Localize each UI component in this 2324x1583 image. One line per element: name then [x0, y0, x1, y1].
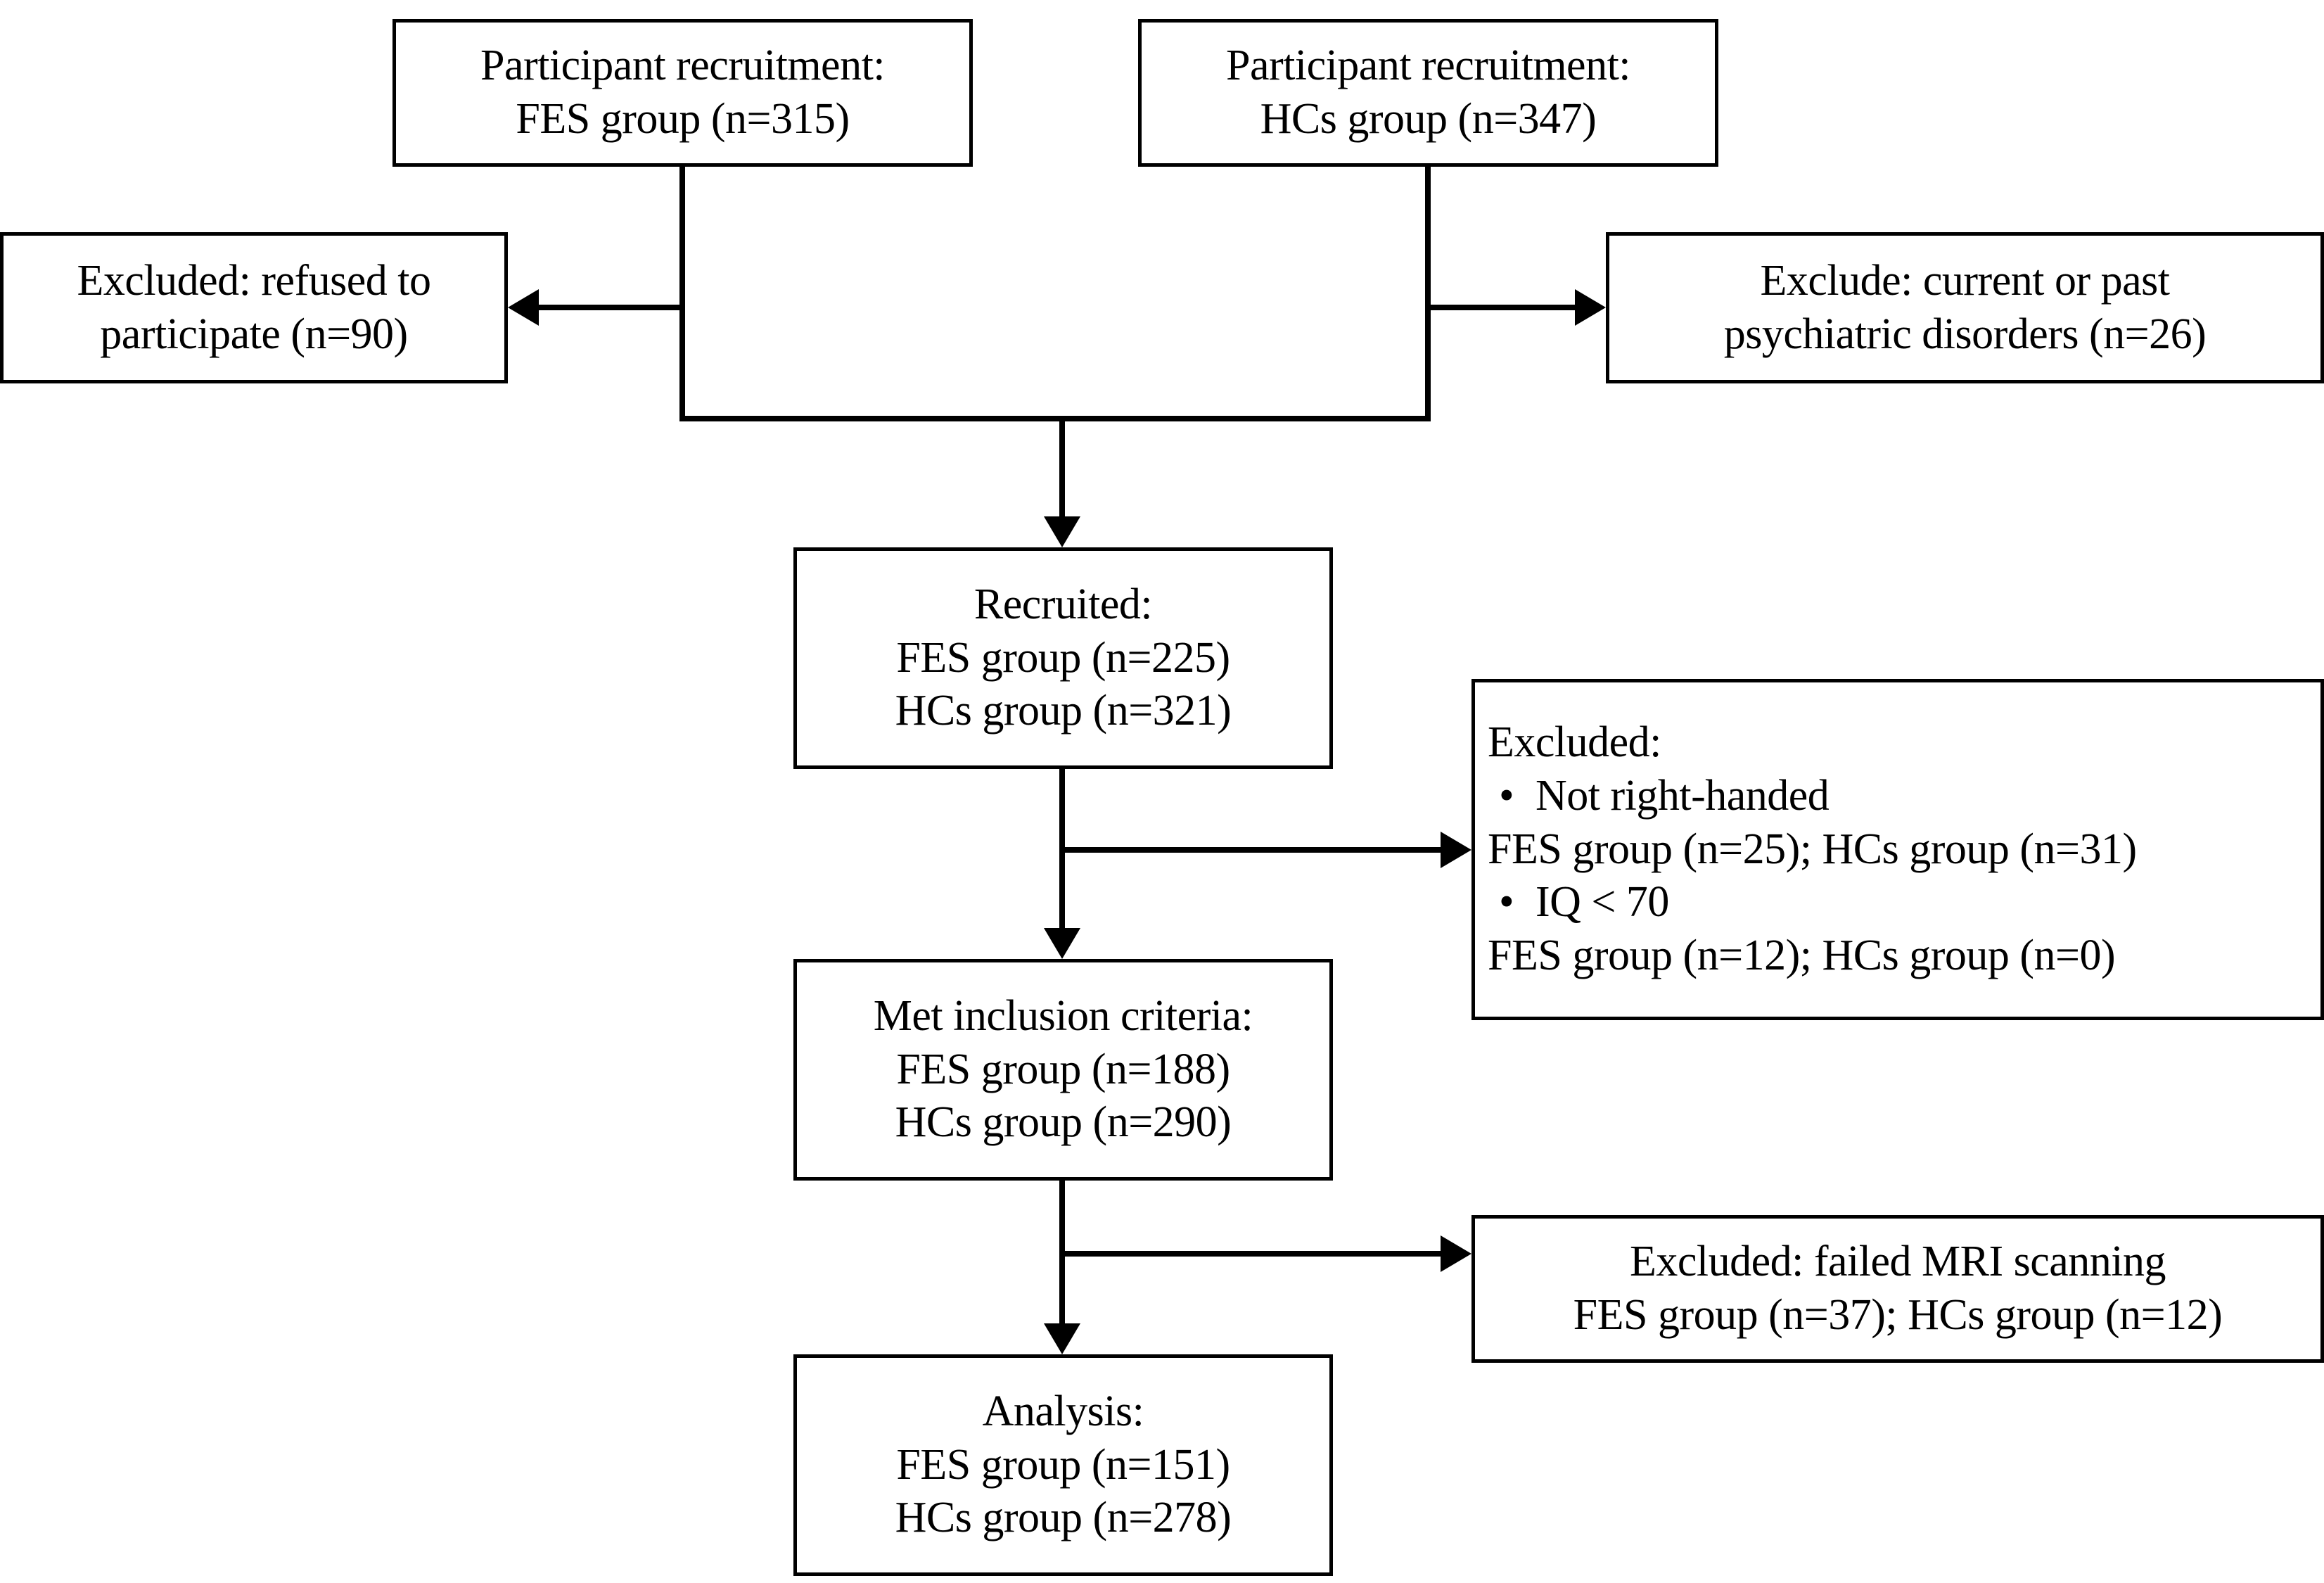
- excluded-criteria-header: Excluded:: [1488, 718, 1661, 767]
- node-line: Met inclusion criteria:: [873, 992, 1253, 1041]
- node-line: FES group (n=151): [896, 1440, 1230, 1489]
- connector-right-exclusion-line: [1425, 305, 1575, 310]
- connector-to-excluded-criteria: [1059, 847, 1441, 853]
- connector-hcs-drop: [1425, 167, 1431, 421]
- node-line: Participant recruitment:: [480, 42, 886, 90]
- bullet-icon: •: [1499, 772, 1514, 820]
- node-line: Analysis:: [982, 1387, 1144, 1436]
- connector-to-recruited: [1059, 416, 1065, 518]
- node-line: HCs group (n=290): [895, 1098, 1232, 1147]
- node-recruitment-hcs: Participant recruitment: HCs group (n=34…: [1138, 19, 1718, 167]
- connector-top-join-bar: [679, 416, 1431, 421]
- node-line: psychiatric disorders (n=26): [1723, 310, 2207, 358]
- connector-left-exclusion-line: [539, 305, 682, 310]
- node-line: HCs group (n=278): [895, 1494, 1232, 1542]
- excluded-criteria-bullet-2-counts: FES group (n=12); HCs group (n=0): [1488, 931, 2116, 979]
- excluded-criteria-bullet-2: • IQ < 70: [1488, 876, 1669, 929]
- excluded-criteria-bullet-1: • Not right-handed: [1488, 770, 1830, 823]
- node-line: Excluded: refused to: [77, 256, 431, 305]
- bullet-2-label: IQ < 70: [1536, 878, 1669, 927]
- arrow-left-exclusion: [508, 289, 539, 326]
- node-met-inclusion: Met inclusion criteria: FES group (n=188…: [793, 959, 1333, 1181]
- node-analysis: Analysis: FES group (n=151) HCs group (n…: [793, 1354, 1333, 1576]
- connector-to-excluded-mri: [1059, 1251, 1441, 1257]
- node-excluded-psychiatric: Exclude: current or past psychiatric dis…: [1606, 232, 2324, 383]
- node-line: participate (n=90): [100, 310, 408, 358]
- node-line: FES group (n=315): [516, 95, 850, 143]
- bullet-icon: •: [1499, 878, 1514, 927]
- arrow-to-met-inclusion: [1044, 928, 1080, 959]
- node-line: Excluded: failed MRI scanning: [1629, 1238, 2166, 1286]
- node-recruited: Recruited: FES group (n=225) HCs group (…: [793, 547, 1333, 769]
- bullet-1-label: Not right-handed: [1536, 772, 1830, 820]
- node-recruitment-fes: Participant recruitment: FES group (n=31…: [392, 19, 973, 167]
- node-line: HCs group (n=347): [1260, 95, 1597, 143]
- node-excluded-refused: Excluded: refused to participate (n=90): [0, 232, 508, 383]
- node-line: Exclude: current or past: [1760, 256, 2170, 305]
- node-excluded-mri: Excluded: failed MRI scanning FES group …: [1471, 1215, 2324, 1363]
- arrow-to-excluded-criteria: [1441, 832, 1471, 868]
- node-line: HCs group (n=321): [895, 687, 1232, 735]
- connector-fes-drop: [679, 167, 685, 421]
- arrow-to-excluded-mri: [1441, 1235, 1471, 1272]
- arrow-right-exclusion: [1575, 289, 1606, 326]
- arrow-to-recruited: [1044, 516, 1080, 547]
- node-excluded-criteria: Excluded: • Not right-handed FES group (n…: [1471, 679, 2324, 1020]
- node-line: FES group (n=188): [896, 1045, 1230, 1093]
- arrow-to-analysis: [1044, 1323, 1080, 1354]
- node-line: Recruited:: [973, 580, 1153, 629]
- node-line: FES group (n=37); HCs group (n=12): [1573, 1291, 2223, 1339]
- node-line: FES group (n=225): [896, 633, 1230, 682]
- excluded-criteria-bullet-1-counts: FES group (n=25); HCs group (n=31): [1488, 825, 2137, 873]
- node-line: Participant recruitment:: [1225, 42, 1631, 90]
